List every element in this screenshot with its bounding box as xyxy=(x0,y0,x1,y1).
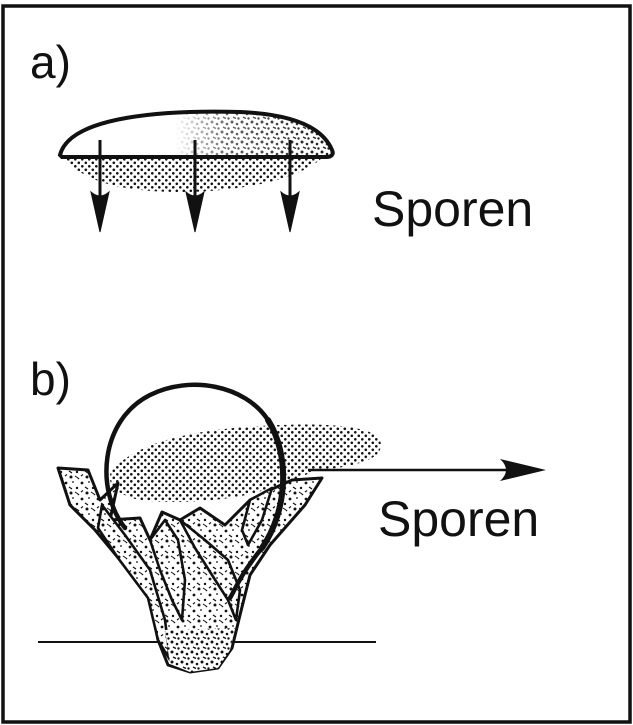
figure-border xyxy=(3,6,630,722)
spores-label-b: Sporen xyxy=(378,491,539,547)
spores-label-a: Sporen xyxy=(372,181,533,237)
panel-b-label: b) xyxy=(30,353,71,405)
panel-a-label: a) xyxy=(30,36,71,88)
